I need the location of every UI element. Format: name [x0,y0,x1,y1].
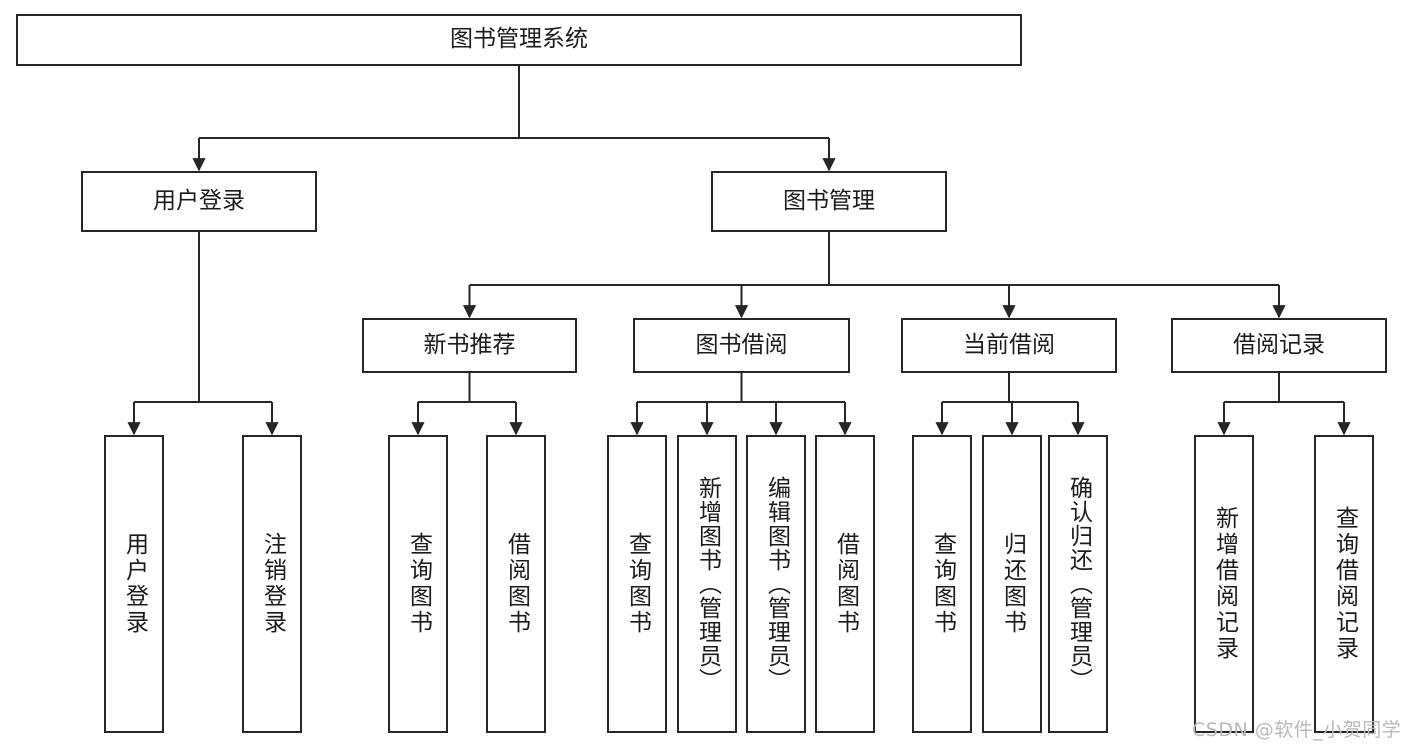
node-leaf-confirm-return[interactable]: 确认归还（管理员） [1048,435,1108,733]
node-label: 图书借阅 [695,331,788,358]
node-label: 借阅图书 [503,532,530,636]
node-leaf-user-login[interactable]: 用户登录 [104,435,164,733]
node-label: 图书管理系统 [450,26,588,53]
node-label: 新书推荐 [423,331,516,358]
node-new-book-rec[interactable]: 新书推荐 [362,318,577,373]
node-label: 借阅记录 [1233,331,1325,358]
node-leaf-query-record[interactable]: 查询借阅记录 [1314,435,1374,733]
node-label: 归还图书 [999,532,1026,636]
node-label: 用户登录 [121,532,148,636]
node-leaf-add-record[interactable]: 新增借阅记录 [1194,435,1254,733]
watermark-label: CSDN @软件_小贺同学 [1192,719,1402,741]
node-label: 新增图书（管理员） [694,476,721,692]
node-leaf-query-book-3[interactable]: 查询图书 [912,435,972,733]
node-leaf-query-book-2[interactable]: 查询图书 [607,435,667,733]
node-borrow-record[interactable]: 借阅记录 [1171,318,1387,373]
node-label: 借阅图书 [832,532,859,636]
node-leaf-borrow-book-1[interactable]: 借阅图书 [486,435,546,733]
node-current-borrow[interactable]: 当前借阅 [901,318,1117,373]
node-book-manage[interactable]: 图书管理 [711,171,947,232]
node-label: 图书管理 [783,187,875,214]
node-leaf-edit-book[interactable]: 编辑图书（管理员） [746,435,806,733]
node-label: 查询借阅记录 [1331,506,1358,662]
node-label: 编辑图书（管理员） [763,476,790,692]
node-label: 查询图书 [929,532,956,636]
node-root[interactable]: 图书管理系统 [16,14,1022,66]
node-leaf-borrow-book-2[interactable]: 借阅图书 [815,435,875,733]
node-user-login[interactable]: 用户登录 [81,171,317,232]
node-leaf-add-book[interactable]: 新增图书（管理员） [677,435,737,733]
node-leaf-query-book-1[interactable]: 查询图书 [388,435,448,733]
node-label: 新增借阅记录 [1211,506,1238,662]
node-label: 查询图书 [624,532,651,636]
node-label: 查询图书 [405,532,432,636]
node-label: 用户登录 [153,187,245,214]
node-leaf-return-book[interactable]: 归还图书 [982,435,1042,733]
node-label: 注销登录 [259,532,286,636]
node-book-borrow[interactable]: 图书借阅 [633,318,850,373]
node-label: 当前借阅 [963,331,1055,358]
node-label: 确认归还（管理员） [1065,476,1092,692]
node-leaf-logout[interactable]: 注销登录 [242,435,302,733]
